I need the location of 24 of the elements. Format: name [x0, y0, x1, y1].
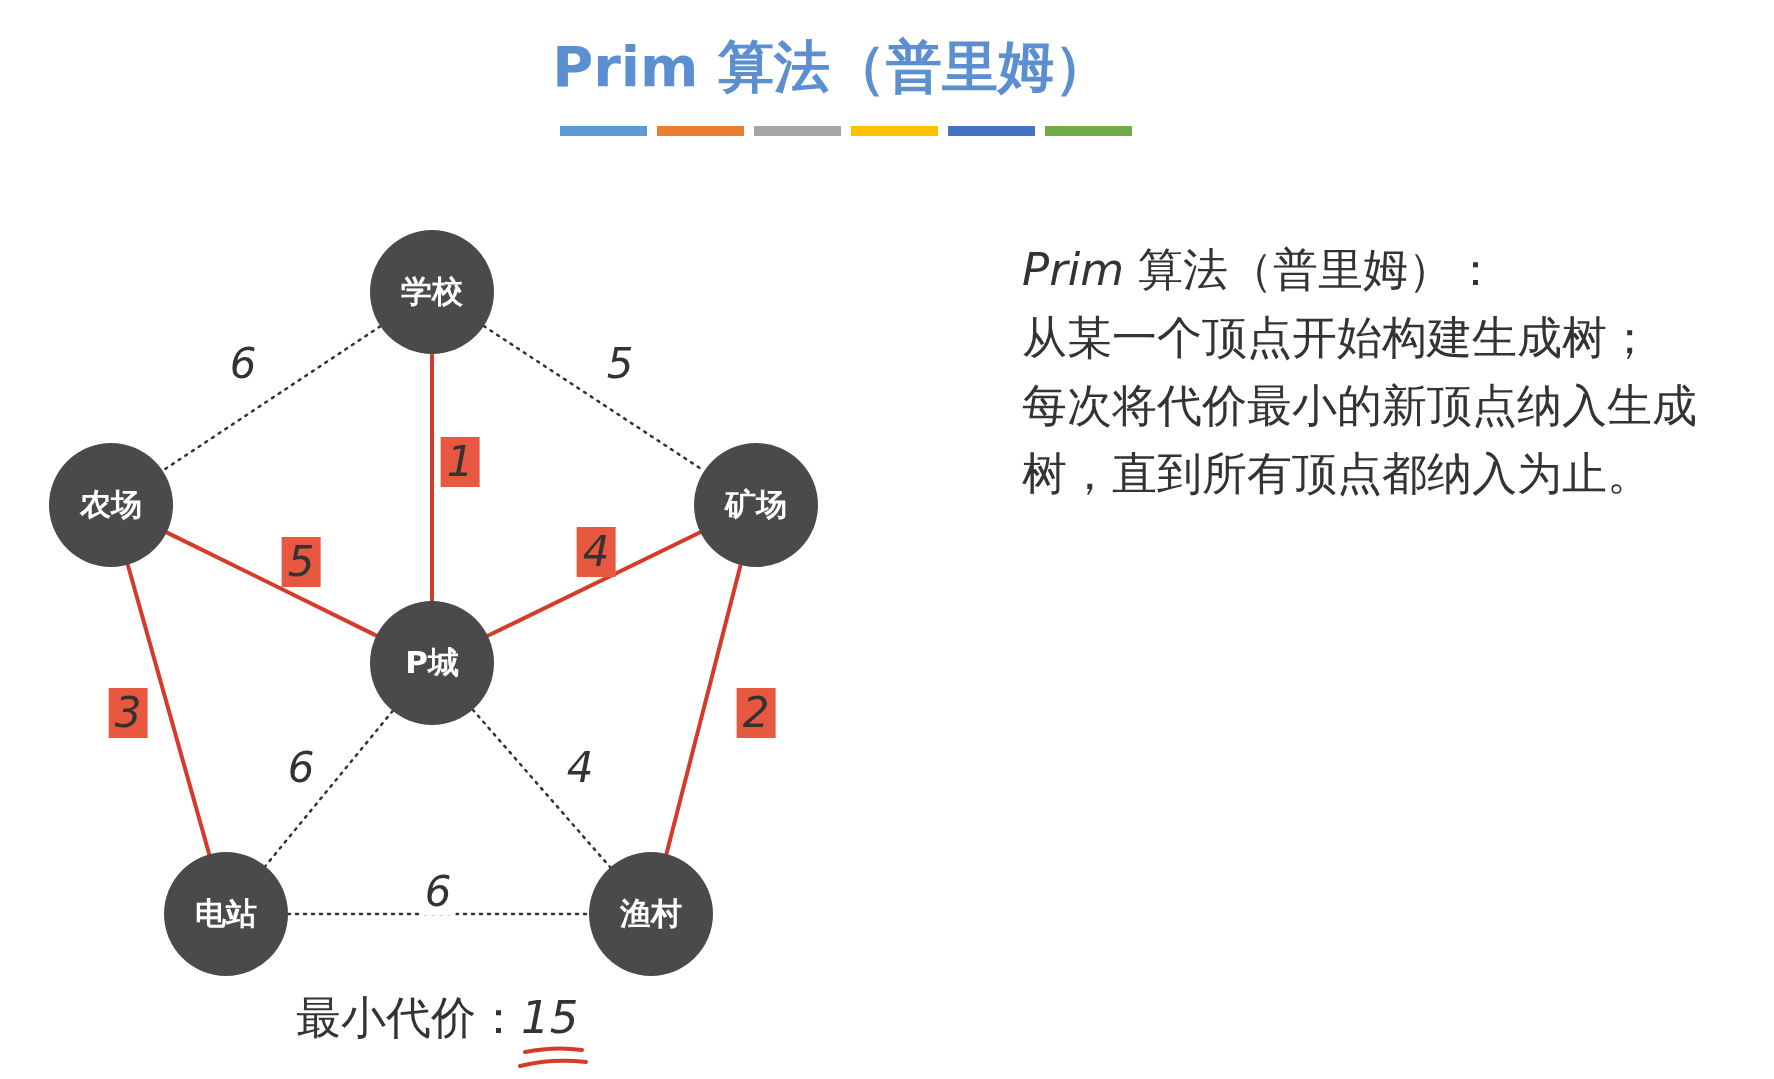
heading: Prim 算法（普里姆）：: [1022, 242, 1499, 298]
vertex-circle: 学校: [370, 230, 494, 354]
weight-tag: 2: [736, 688, 776, 738]
vertex-circle: 渔村: [589, 852, 713, 976]
weight-tag: 1: [440, 437, 480, 487]
total-cost: 最小代价：15: [296, 990, 579, 1046]
weight-tag: 5: [281, 537, 321, 587]
vertex-circle: 电站: [164, 852, 288, 976]
description: 从某一个顶点开始构建生成树；: [1022, 310, 1652, 366]
vertex-circle: 农场: [49, 443, 173, 567]
edge-line: [430, 352, 434, 603]
dotted-edge: [161, 325, 382, 472]
description: 每次将代价最小的新顶点纳入生成树，直到所有顶点都纳入为止。: [1022, 378, 1698, 502]
weight-tag: 3: [108, 688, 148, 738]
dotted-edge: [264, 709, 394, 868]
title: Prim 算法（普里姆）: [551, 33, 1111, 101]
edge-line: [164, 530, 379, 638]
weight-tag: 4: [576, 527, 616, 577]
vertex-circle: 矿场: [694, 443, 818, 567]
dotted-edge: [471, 708, 612, 869]
edge-line: [664, 563, 743, 856]
edge-line: [485, 530, 703, 638]
edge-line: [125, 562, 212, 857]
vertex-circle: P城: [370, 601, 494, 725]
